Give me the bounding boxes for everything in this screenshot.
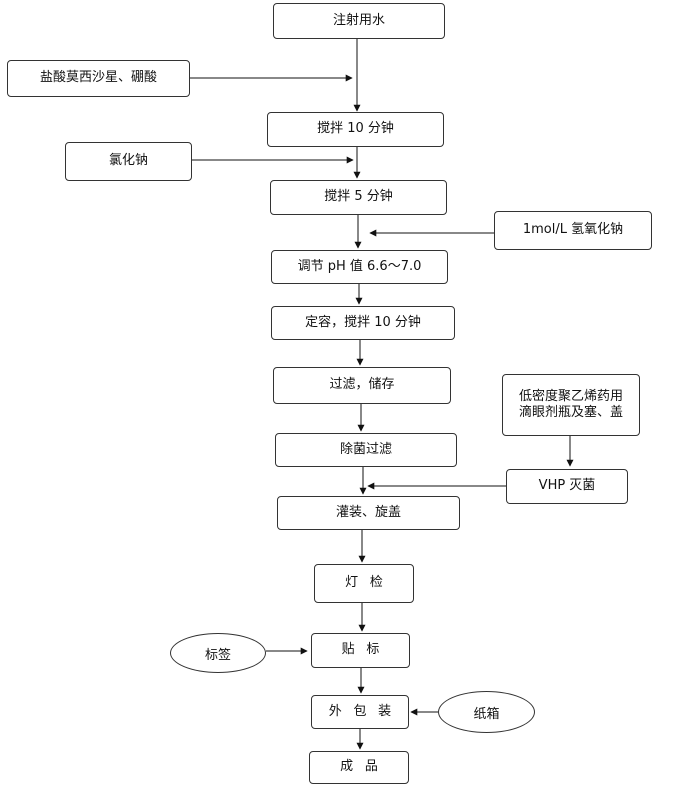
step-outer-packaging: 外包装	[311, 695, 409, 729]
step-finished-product: 成品	[309, 751, 409, 784]
input-sodium-hydroxide: 1mol/L 氢氧化钠	[494, 211, 652, 250]
step-fill-and-cap: 灌装、旋盖	[277, 496, 460, 530]
input-sodium-chloride: 氯化钠	[65, 142, 192, 181]
input-carton-ellipse: 纸箱	[438, 691, 535, 733]
input-vhp-sterilization: VHP 灭菌	[506, 469, 628, 504]
step-volume-and-stir: 定容，搅拌 10 分钟	[271, 306, 455, 340]
step-adjust-ph: 调节 pH 值 6.6～7.0	[271, 250, 448, 284]
input-moxifloxacin-boric-acid: 盐酸莫西沙星、硼酸	[7, 60, 190, 97]
step-sterile-filtration: 除菌过滤	[275, 433, 457, 467]
input-label-ellipse: 标签	[170, 633, 266, 673]
step-filter-and-store: 过滤，储存	[273, 367, 451, 404]
input-ldpe-bottle-plug-cap: 低密度聚乙烯药用 滴眼剂瓶及塞、盖	[502, 374, 640, 436]
step-apply-label: 贴标	[311, 633, 410, 668]
step-water-for-injection: 注射用水	[273, 3, 445, 39]
step-stir-5-min: 搅拌 5 分钟	[270, 180, 447, 215]
step-light-inspection: 灯检	[314, 564, 414, 603]
step-stir-10-min: 搅拌 10 分钟	[267, 112, 444, 147]
